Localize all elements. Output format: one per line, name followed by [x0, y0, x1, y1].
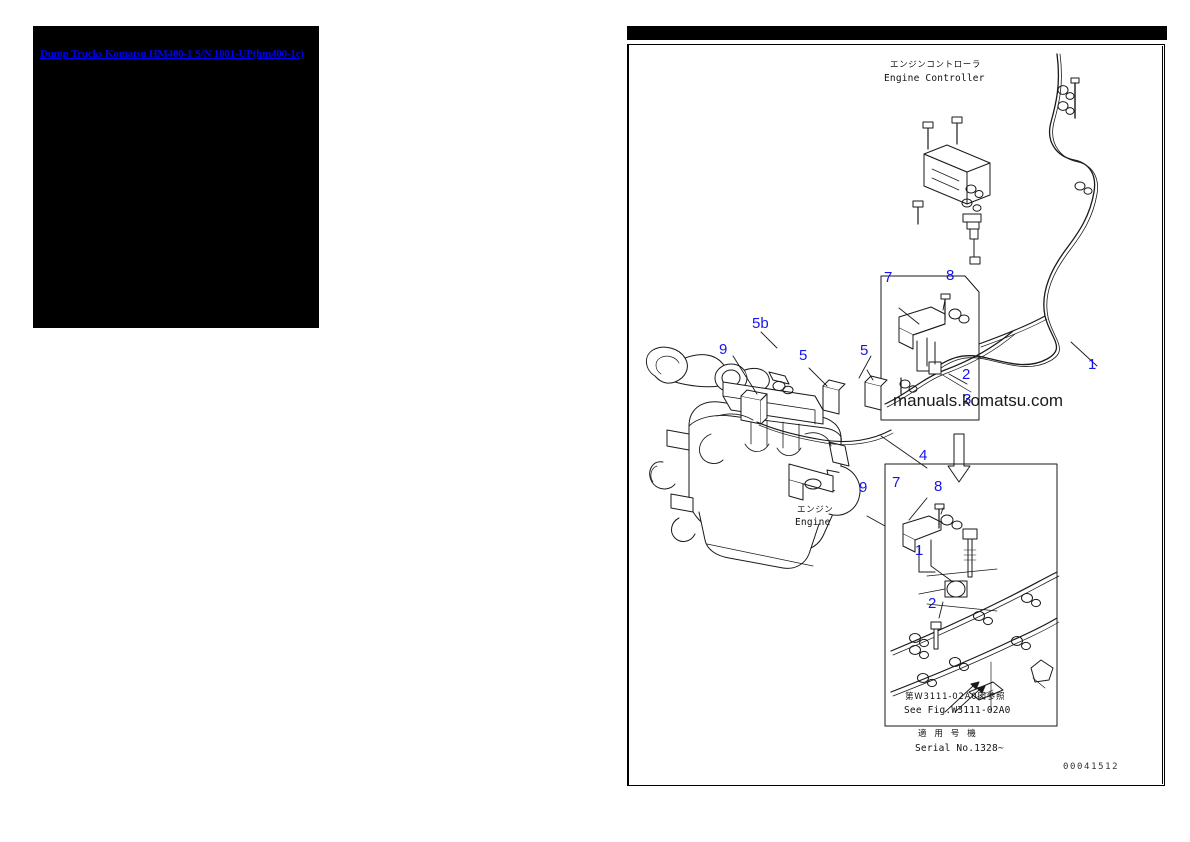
catalog-title-link[interactable]: Dump Trucks Komatsu HM400-1 S/N 1001-UP(… — [40, 48, 304, 60]
figure-code: 00041512 — [1063, 762, 1120, 772]
callout-2: 2 — [962, 366, 971, 383]
callout-5-left: 5 — [799, 347, 808, 364]
sheet-border-inner — [630, 46, 1163, 784]
serial-label-jp: 適 用 号 機 — [918, 729, 979, 739]
callout-8-upper: 8 — [946, 267, 955, 284]
see-fig-label-jp: 第W3111-02A0図参照 — [905, 692, 1006, 702]
engine-controller-label-en: Engine Controller — [884, 73, 985, 84]
sheet-border-frame — [627, 44, 1165, 786]
callout-4: 4 — [919, 447, 928, 464]
callout-9-engine: 9 — [719, 341, 728, 358]
see-fig-label-en: See Fig.W3111-02A0 — [904, 705, 1011, 716]
preview-thumbnail-panel — [33, 26, 319, 328]
callout-9-lower: 9 — [859, 479, 868, 496]
callout-2-lower: 2 — [928, 595, 937, 612]
serial-label-en: Serial No.1328~ — [915, 743, 1004, 754]
callout-1: 1 — [1088, 356, 1097, 373]
callout-5-right: 5 — [860, 342, 869, 359]
engine-label-jp: エンジン — [797, 505, 834, 515]
callout-1-lower: 1 — [915, 542, 924, 559]
sheet-header-band — [627, 26, 1167, 40]
callout-3: 3 — [963, 391, 972, 408]
site-watermark: manuals.komatsu.com — [893, 391, 1064, 410]
callout-7-upper: 7 — [884, 269, 893, 286]
engine-controller-label-jp: エンジンコントローラ — [890, 60, 982, 70]
callout-6: 5b — [752, 315, 769, 332]
engine-label-en: Engine — [795, 517, 831, 528]
callout-7-lower: 7 — [892, 474, 901, 491]
callout-8-lower: 8 — [934, 478, 943, 495]
